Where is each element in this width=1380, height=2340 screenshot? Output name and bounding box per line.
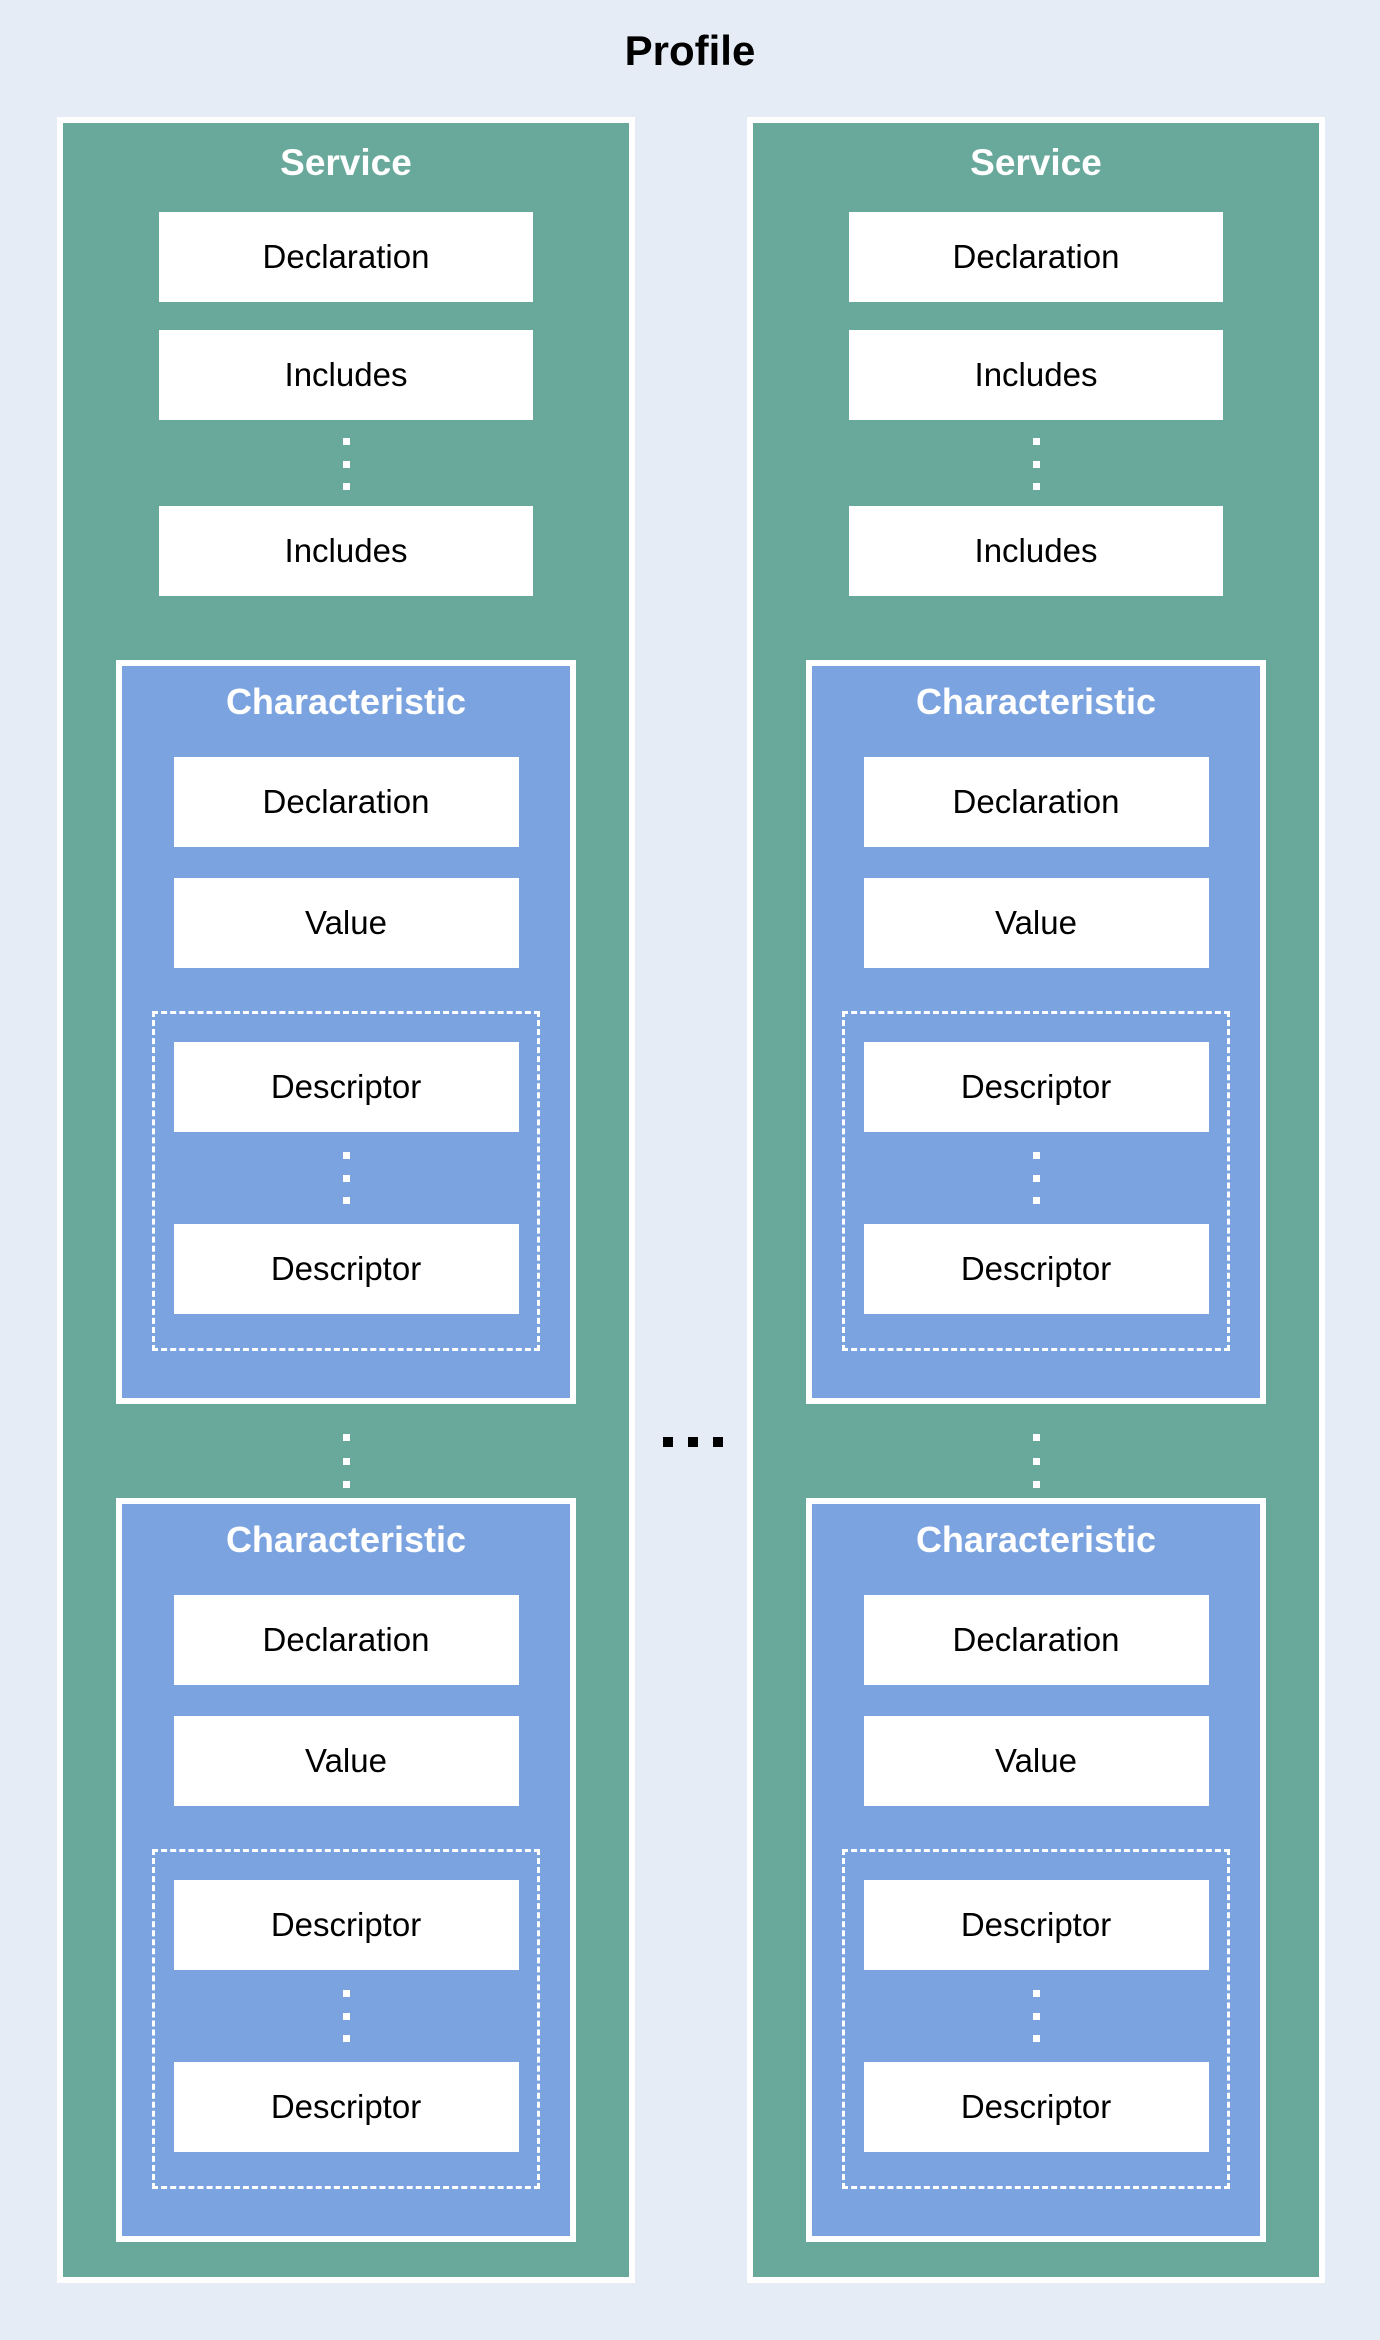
dot xyxy=(1032,2012,1040,2020)
dot xyxy=(1032,1152,1040,1159)
value-box: Value xyxy=(863,878,1209,968)
page-title: Profile xyxy=(624,27,756,74)
characteristic-card: Characteristic Declaration Value Descrip… xyxy=(116,660,576,1404)
dot xyxy=(342,1174,350,1182)
declaration-box: Declaration xyxy=(849,212,1223,302)
characteristic-card: Characteristic Declaration Value Descrip… xyxy=(806,1498,1266,2242)
declaration-box: Declaration xyxy=(173,757,519,847)
dot xyxy=(1032,1174,1040,1182)
descriptor-group: Descriptor Descriptor xyxy=(842,1849,1230,2189)
characteristic-card: Characteristic Declaration Value Descrip… xyxy=(116,1498,576,2242)
vertical-ellipsis-icon xyxy=(1032,438,1040,490)
horizontal-ellipsis-icon xyxy=(633,1437,753,1447)
dot xyxy=(1032,460,1040,468)
dot xyxy=(342,1481,350,1488)
dot xyxy=(342,460,350,468)
vertical-ellipsis-icon xyxy=(1032,1152,1040,1204)
descriptor-group: Descriptor Descriptor xyxy=(842,1011,1230,1351)
declaration-box: Declaration xyxy=(863,757,1209,847)
dot xyxy=(663,1437,673,1447)
vertical-ellipsis-icon xyxy=(342,1434,350,1488)
descriptor-group: Descriptor Descriptor xyxy=(152,1011,540,1351)
dot xyxy=(342,438,350,445)
dot xyxy=(342,1152,350,1159)
includes-box: Includes xyxy=(849,506,1223,596)
characteristic-label: Characteristic xyxy=(225,681,467,722)
service-label: Service xyxy=(970,142,1102,183)
descriptor-box: Descriptor xyxy=(173,1042,519,1132)
includes-box: Includes xyxy=(159,330,533,420)
service-label: Service xyxy=(280,142,412,183)
dot xyxy=(342,2035,350,2042)
dot xyxy=(1032,2035,1040,2042)
dot xyxy=(1032,1481,1040,1488)
dot xyxy=(342,1197,350,1204)
dot xyxy=(342,483,350,490)
vertical-ellipsis-icon xyxy=(342,1990,350,2042)
characteristic-label: Characteristic xyxy=(225,1519,467,1560)
descriptor-box: Descriptor xyxy=(863,2062,1209,2152)
vertical-ellipsis-icon xyxy=(342,438,350,490)
dot xyxy=(1032,1434,1040,1441)
descriptor-box: Descriptor xyxy=(173,1224,519,1314)
characteristic-label: Characteristic xyxy=(915,1519,1157,1560)
value-box: Value xyxy=(863,1716,1209,1806)
dot xyxy=(1032,483,1040,490)
value-box: Value xyxy=(173,878,519,968)
descriptor-box: Descriptor xyxy=(863,1042,1209,1132)
dot xyxy=(342,2012,350,2020)
descriptor-box: Descriptor xyxy=(863,1224,1209,1314)
vertical-ellipsis-icon xyxy=(1032,1990,1040,2042)
dot xyxy=(1032,1990,1040,1997)
characteristic-card: Characteristic Declaration Value Descrip… xyxy=(806,660,1266,1404)
service-card-1: Service Declaration Includes Includes Ch… xyxy=(57,117,635,2283)
descriptor-box: Descriptor xyxy=(173,2062,519,2152)
includes-box: Includes xyxy=(159,506,533,596)
dot xyxy=(1032,438,1040,445)
vertical-ellipsis-icon xyxy=(1032,1434,1040,1488)
dot xyxy=(713,1437,723,1447)
declaration-box: Declaration xyxy=(863,1595,1209,1685)
descriptor-box: Descriptor xyxy=(173,1880,519,1970)
value-box: Value xyxy=(173,1716,519,1806)
dot xyxy=(1032,1457,1040,1465)
dot xyxy=(1032,1197,1040,1204)
dot xyxy=(342,1457,350,1465)
vertical-ellipsis-icon xyxy=(342,1152,350,1204)
service-card-2: Service Declaration Includes Includes Ch… xyxy=(747,117,1325,2283)
descriptor-box: Descriptor xyxy=(863,1880,1209,1970)
characteristic-label: Characteristic xyxy=(915,681,1157,722)
dot xyxy=(342,1434,350,1441)
dot xyxy=(688,1437,698,1447)
declaration-box: Declaration xyxy=(159,212,533,302)
declaration-box: Declaration xyxy=(173,1595,519,1685)
dot xyxy=(342,1990,350,1997)
descriptor-group: Descriptor Descriptor xyxy=(152,1849,540,2189)
includes-box: Includes xyxy=(849,330,1223,420)
